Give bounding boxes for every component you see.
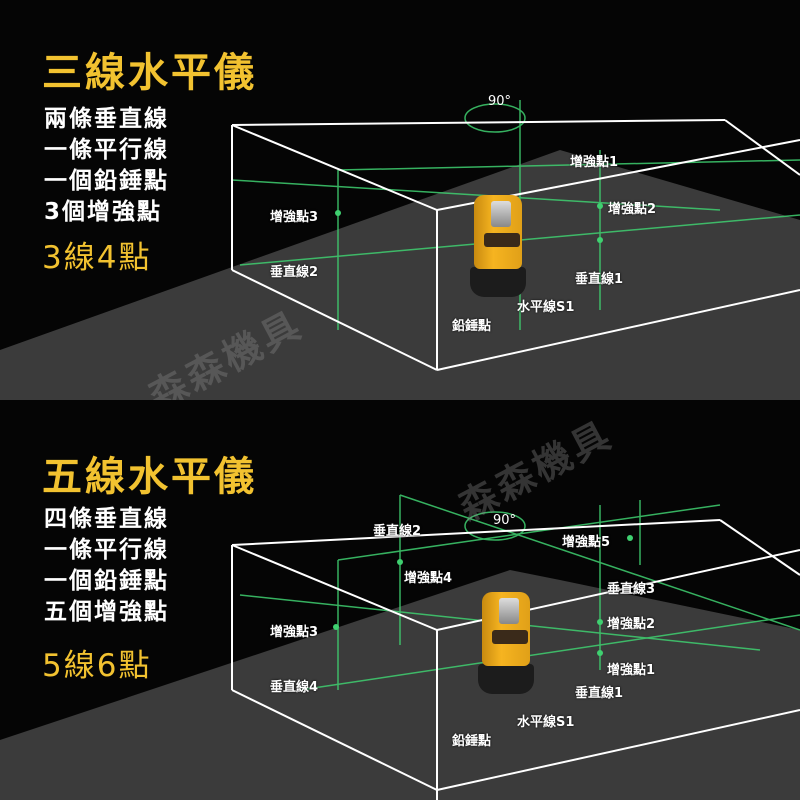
label-plumb: 鉛錘點 <box>452 319 492 334</box>
label-vert1: 垂直線1 <box>575 272 624 287</box>
laser-lines <box>239 494 800 691</box>
label-horiz: 水平線S1 <box>517 715 575 730</box>
feature-item: 一條平行線 <box>44 537 169 563</box>
label-boost4: 增強點4 <box>404 571 453 586</box>
label-boost5: 增強點5 <box>562 535 611 550</box>
label-plumb: 鉛錘點 <box>452 734 492 749</box>
room-diagram <box>0 100 800 400</box>
feature-list: 兩條垂直線 一條平行線 一個鉛錘點 3個增強點 <box>44 104 169 228</box>
feature-list: 四條垂直線 一條平行線 一個鉛錘點 五個增強點 <box>44 504 169 628</box>
label-boost2: 增強點2 <box>607 617 656 632</box>
three-line-panel: 三線水平儀 兩條垂直線 一條平行線 一個鉛錘點 3個增強點 3線4點 90° 增… <box>0 50 800 400</box>
feature-item: 五個增強點 <box>44 599 169 625</box>
feature-item: 一個鉛錘點 <box>44 168 169 194</box>
box-outline <box>231 119 800 371</box>
label-vert2: 垂直線2 <box>373 524 422 539</box>
feature-item: 一條平行線 <box>44 137 169 163</box>
angle-label: 90° <box>493 513 517 528</box>
label-boost2: 增強點2 <box>608 202 657 217</box>
label-boost3: 增強點3 <box>270 625 319 640</box>
panel-title: 五線水平儀 <box>42 454 257 500</box>
feature-item: 四條垂直線 <box>44 506 169 532</box>
label-vert2: 垂直線2 <box>270 265 319 280</box>
feature-item: 一個鉛錘點 <box>44 568 169 594</box>
panel-title: 三線水平儀 <box>42 50 257 96</box>
summary: 3線4點 <box>42 240 152 276</box>
label-boost3: 增強點3 <box>270 210 319 225</box>
label-boost1: 增強點1 <box>570 155 619 170</box>
feature-item: 兩條垂直線 <box>44 106 169 132</box>
summary: 5線6點 <box>42 648 152 684</box>
label-vert1: 垂直線1 <box>575 686 624 701</box>
label-horiz: 水平線S1 <box>517 300 575 315</box>
label-vert3: 垂直線3 <box>607 582 656 597</box>
boost-dots <box>333 535 633 656</box>
label-vert4: 垂直線4 <box>270 680 319 695</box>
angle-label: 90° <box>488 94 512 109</box>
boost-dots <box>335 203 603 243</box>
label-boost1: 增強點1 <box>607 663 656 678</box>
five-line-panel: 五線水平儀 四條垂直線 一條平行線 一個鉛錘點 五個增強點 5線6點 90° 垂… <box>0 400 800 800</box>
feature-item: 3個增強點 <box>44 199 163 225</box>
